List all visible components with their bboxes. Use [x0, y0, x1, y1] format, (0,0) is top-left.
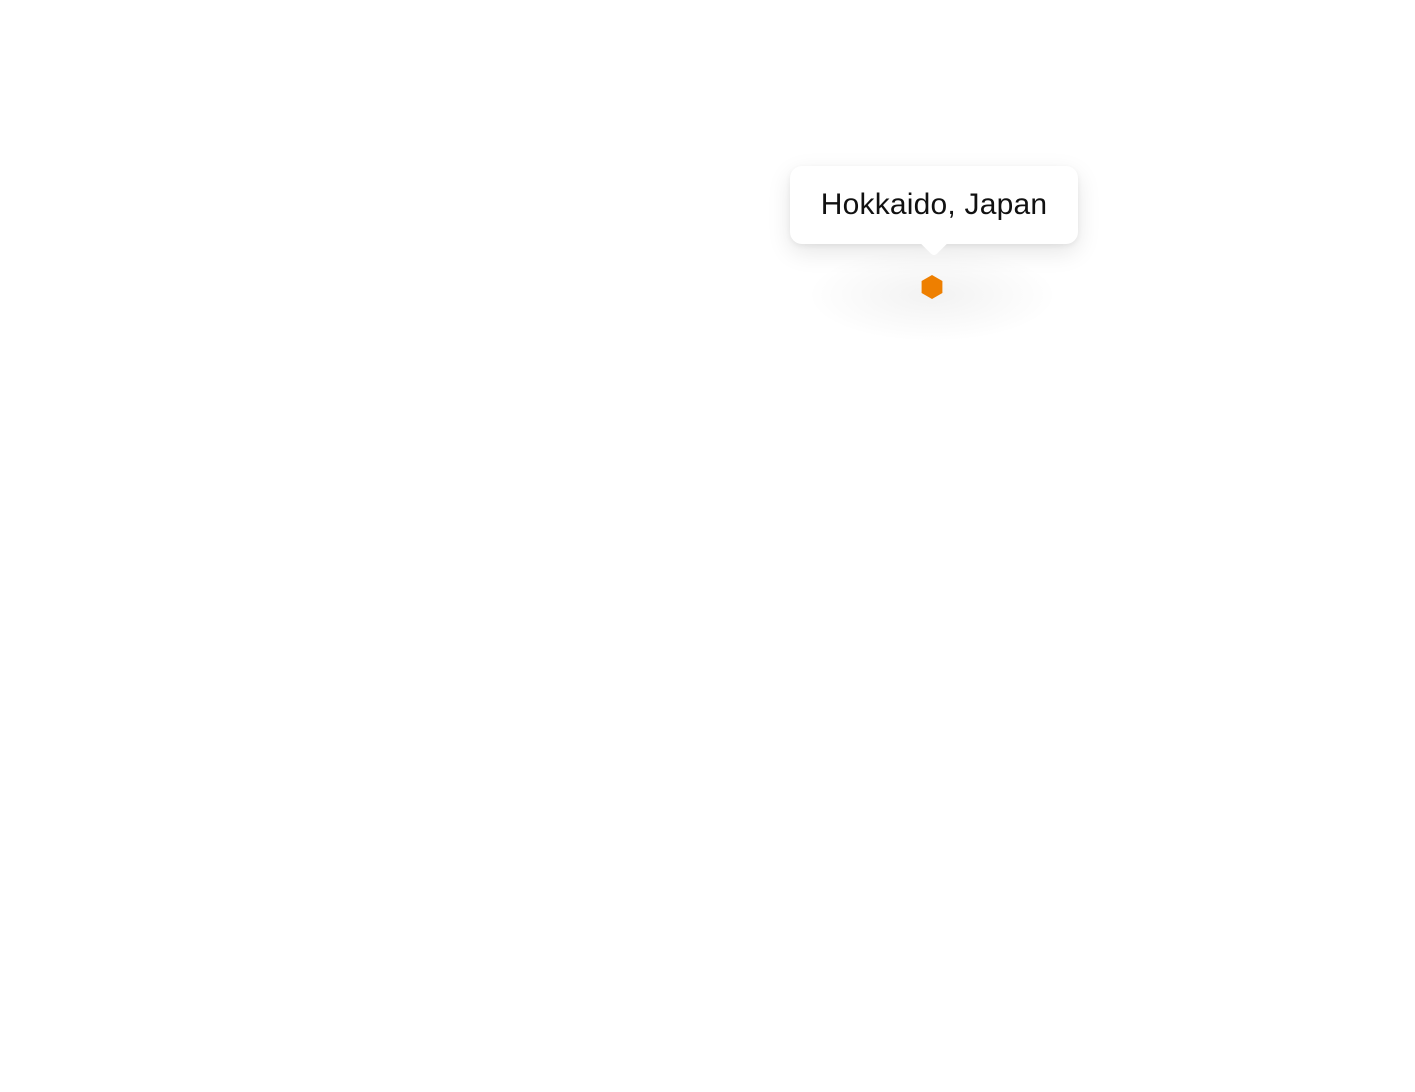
location-tooltip: Hokkaido, Japan — [790, 166, 1078, 257]
marker-hexagon[interactable] — [921, 275, 943, 299]
location-label: Hokkaido, Japan — [820, 188, 1048, 221]
hexagon-marker-icon[interactable] — [920, 274, 944, 300]
